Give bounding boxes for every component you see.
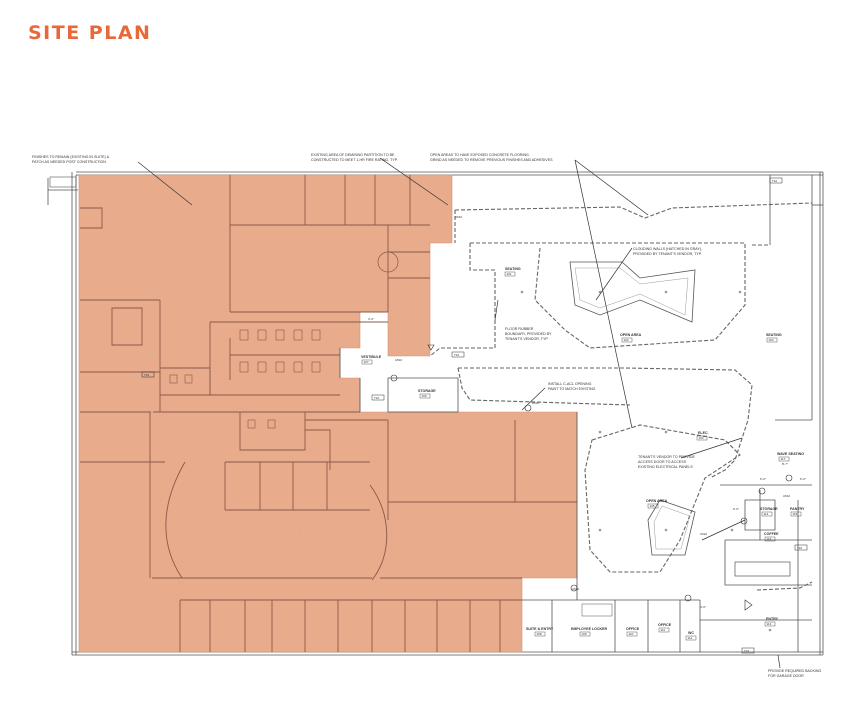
svg-text:111: 111 [661,628,666,632]
note-ceiling-opening-2: PAINT TO MATCH EXISTING [548,387,596,391]
room-storage-106: STORAGE [418,389,436,393]
tag-a510-f: A510 [783,494,790,498]
svg-text:107: 107 [364,360,369,364]
note-floor-rubber-2: BOUNDARY, PROVIDED BY [505,332,552,336]
room-elec-104: ELEC. [698,431,709,435]
svg-text:109: 109 [582,632,587,636]
dim-6-0-b: 6'-0" [733,507,739,511]
existing-suite-highlight [78,174,578,653]
leader-lines [137,157,781,669]
room-open-area-105: OPEN AREA [646,499,668,503]
room-office-110: OFFICE [626,627,640,631]
clouding-wall-1 [569,261,696,323]
room-seating-101: SEATING [505,267,521,271]
tag-t10-e: T10 [744,649,750,653]
note-ceiling-opening: INSTALL C-ACL OPENING [548,382,592,386]
note-demising-partition: EXISTING AREA OF DEMISING PARTITION TO B… [311,153,395,157]
svg-text:103: 103 [769,338,774,342]
suite-ceiling-dots [150,291,452,534]
page-title: SITE PLAN [28,22,152,44]
room-entry-113: ENTRY [766,617,779,621]
room-storage-114: STORAGE [760,507,778,511]
room-labels: SEATING 101 OPEN AREA 102 SEATING 103 EL… [361,267,805,640]
svg-text:105: 105 [650,504,655,508]
tag-t10-b: T10 [772,179,778,183]
note-finishes-remain: FINISHES TO REMAIN (EXISTING IN SUITE) & [32,155,110,159]
note-backing-2: FOR GARAGE DOOR [768,674,804,678]
svg-text:108: 108 [537,632,542,636]
annotation-labels: FINISHES TO REMAIN (EXISTING IN SUITE) &… [32,153,822,678]
svg-text:104: 104 [699,436,704,440]
tag-a510-e: A510 [455,215,462,219]
svg-text:115: 115 [793,512,798,516]
room-seating-103: SEATING [766,333,782,337]
detail-tags: T10 T10 A510 A510 A510 T10 A510 A510 T10… [141,177,808,654]
tag-a510-d: A510 [572,587,579,591]
note-backing: PROVIDE REQUIRED BACKING [768,669,822,673]
note-floor-rubber: FLOOR RUBBER [505,327,534,331]
svg-text:116: 116 [767,537,772,541]
svg-text:101: 101 [507,272,512,276]
clouding-wall-1-inner [574,267,689,316]
new-work-walls [339,175,813,652]
dim-6-0-c: 6'-0" [800,477,806,481]
svg-text:117: 117 [781,457,786,461]
dim-3-0: 3'-0" [368,317,374,321]
note-tenant-vendor-2: ACCESS DOOR TO ACCESS [638,460,687,464]
floor-rubber-boundary [429,202,813,591]
note-tenant-vendor: TENANT'S VENDOR TO PROVIDE [638,455,695,459]
tag-t10-a: T10 [454,353,460,357]
section-markers [390,344,793,611]
svg-text:106: 106 [422,394,427,398]
note-clouding-walls-2: PROVIDED BY TENANT'S VENDOR, TYP. [633,252,702,256]
clouding-wall-2-inner [653,505,691,550]
note-tenant-vendor-3: EXISTING ELECTRICAL PANELS [638,465,693,469]
clouding-wall-2 [647,499,696,556]
tag-t10-c: T10 [374,396,380,400]
note-finishes-remain-2: PATCH AS NEEDED POST CONSTRUCTION [32,160,106,164]
suite-interior-walls [80,175,577,652]
tag-a510-b: A510 [532,401,539,405]
note-demising-partition-2: CONSTRUCTED TO MEET 1-HR FIRE RATING, TY… [311,158,398,162]
room-office-111: OFFICE [658,623,672,627]
room-pantry-115: PANTRY [790,507,805,511]
note-floor-rubber-3: TENANT'S VENDOR, TYP. [505,337,548,341]
dim-4-0: 4'-0" [700,605,706,609]
svg-text:112: 112 [688,636,693,640]
note-open-areas-2: GRIND AS NEEDED TO REMOVE PREVIOUS FINIS… [430,158,553,162]
restroom-fixtures [169,329,321,429]
svg-text:113: 113 [767,622,772,626]
note-open-areas: OPEN AREAS TO HAVE EXPOSED CONCRETE FLOO… [430,153,530,157]
room-vestibule-107: VESTIBULE [361,355,382,359]
svg-text:114: 114 [764,512,769,516]
tag-a510-a: A510 [395,358,402,362]
note-clouding-walls: CLOUDING WALLS (HATCHED IN GRAY), [633,247,702,251]
tag-t10-f: T10 [144,373,150,377]
room-suite-entry-108: SUITE & ENTRY [526,627,554,631]
room-open-area-102: OPEN AREA [620,333,642,337]
tag-t10-d: T10 [797,546,803,550]
new-area-ceiling-dots [520,290,772,632]
dim-6-0-a: 6'-0" [760,477,766,481]
svg-text:110: 110 [629,632,634,636]
room-employee-locker-109: EMPLOYEE LOCKER [571,627,608,631]
room-wave-seating-117: WAVE SEATING [777,452,804,456]
room-coffee-116: COFFEE [764,532,779,536]
tag-a510-c: A510 [700,532,707,536]
room-wc-112: WC [688,631,694,635]
svg-text:102: 102 [624,338,629,342]
dim-8-7: 8'-7" [782,462,788,466]
